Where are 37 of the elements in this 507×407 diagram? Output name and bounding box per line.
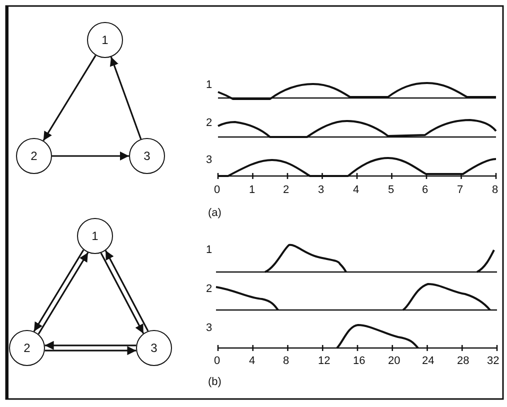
arrow	[44, 346, 136, 356]
tick-label: 28	[457, 355, 470, 367]
tick-label: 16	[353, 355, 366, 367]
row-label: 1	[206, 244, 212, 256]
panel-label: (b)	[208, 376, 222, 388]
arrow	[52, 152, 129, 160]
tick-label: 1	[249, 184, 256, 196]
tick-label: 7	[457, 184, 464, 196]
row-label: 2	[206, 117, 212, 129]
tick-label: 24	[422, 355, 434, 367]
tick-label: 6	[422, 184, 428, 196]
node-circle: 1	[87, 22, 123, 58]
tick-label: 12	[318, 355, 330, 367]
row-label: 3	[206, 154, 212, 166]
tick-label: 0	[214, 355, 220, 367]
node-circle: 2	[9, 330, 45, 366]
node-circle: 1	[77, 218, 113, 254]
tick-label: 4	[353, 184, 360, 196]
arrow	[44, 340, 136, 350]
node-circle: 3	[129, 138, 165, 174]
arrow	[110, 56, 142, 140]
row-label: 2	[206, 283, 212, 295]
row-label: 1	[206, 79, 212, 91]
panel-label: (a)	[208, 207, 222, 219]
tick-label: 5	[388, 184, 394, 196]
tick-label: 0	[214, 184, 220, 196]
tick-label: 2	[283, 184, 290, 196]
row-label: 3	[206, 322, 212, 334]
tick-label: 8	[492, 184, 498, 196]
tick-label: 20	[388, 355, 400, 367]
tick-label: 32	[487, 355, 500, 367]
tick-label: 8	[283, 355, 290, 367]
node-circle: 2	[16, 138, 52, 174]
tick-label: 4	[249, 355, 256, 367]
arrow	[42, 54, 96, 142]
tick-label: 3	[318, 184, 324, 196]
node-circle: 3	[136, 330, 172, 366]
